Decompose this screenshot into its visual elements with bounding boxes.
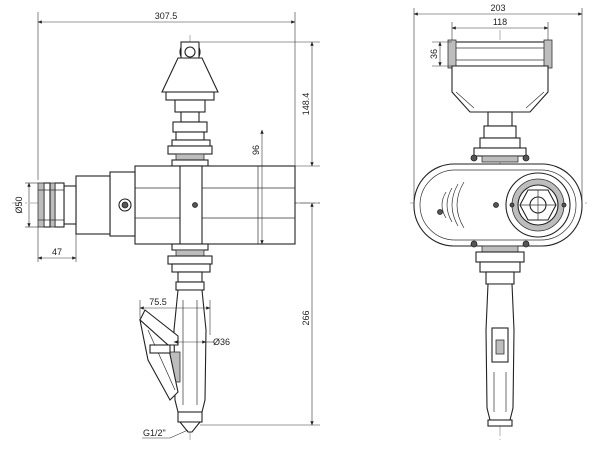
front-view: 307.5 148.4 96 Ø50 47 75.5 — [12, 11, 320, 440]
dim-bracket-width: 118 — [493, 17, 507, 27]
lower-swivel — [167, 243, 213, 291]
dim-body-height: 96 — [251, 145, 261, 155]
dim-inlet-thread: G1/2" — [143, 428, 166, 438]
side-handle — [475, 245, 525, 427]
dim-side-overall-width: 203 — [490, 3, 505, 13]
side-dimensions: 203 118 36 — [413, 3, 583, 205]
dim-top-height: 148.4 — [301, 93, 311, 116]
side-upper-neck — [470, 111, 530, 163]
main-body — [134, 165, 296, 245]
side-housing — [413, 163, 583, 248]
dim-handle-diameter: Ø36 — [213, 337, 230, 347]
top-bracket — [447, 39, 553, 113]
dim-outlet-length: 47 — [52, 247, 62, 257]
handle — [139, 289, 207, 433]
dim-bracket-height: 36 — [429, 49, 439, 59]
dim-overall-width: 307.5 — [155, 11, 178, 21]
dim-bottom-height: 266 — [301, 310, 311, 325]
top-swivel-eye — [161, 41, 219, 167]
dim-outlet-diameter: Ø50 — [14, 196, 24, 213]
outlet-assembly — [37, 171, 136, 237]
dim-handle-offset: 75.5 — [149, 297, 167, 307]
front-dimensions: 307.5 148.4 96 Ø50 47 75.5 — [14, 11, 320, 439]
side-view: 203 118 36 — [410, 3, 590, 440]
